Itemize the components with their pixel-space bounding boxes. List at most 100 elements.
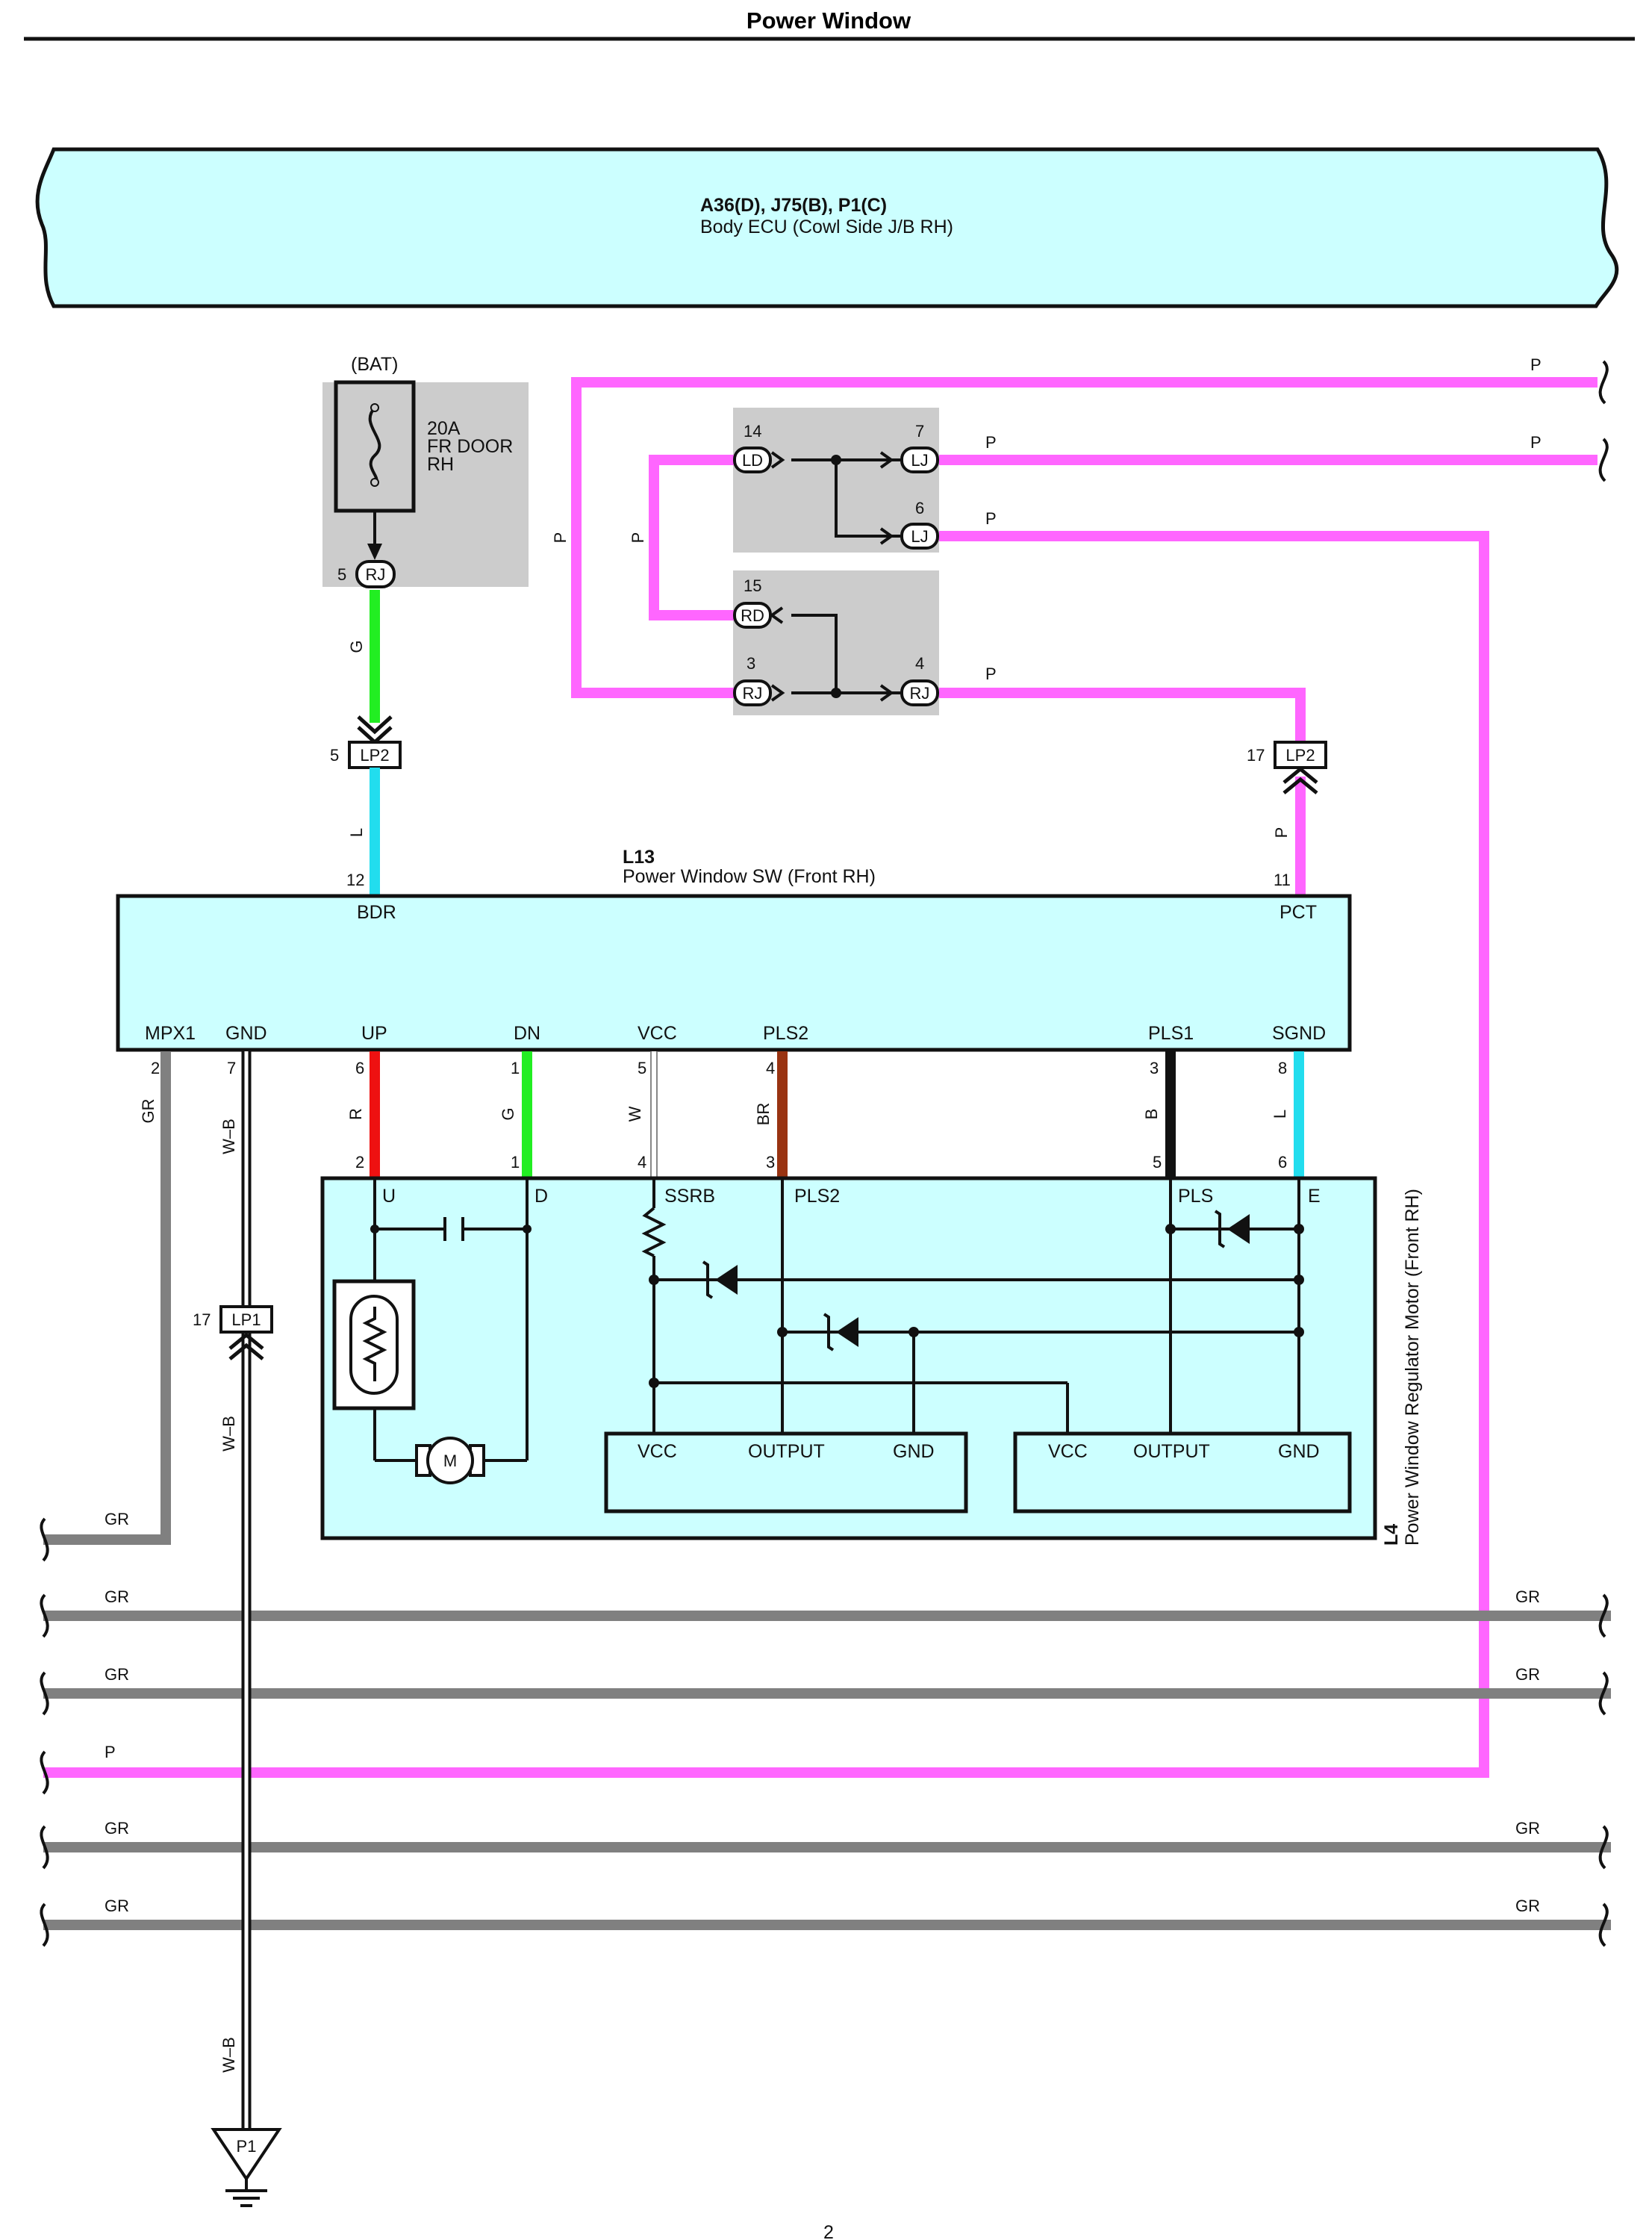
svg-text:7: 7	[915, 422, 924, 441]
wire-gr-mpx1	[43, 1051, 171, 1545]
svg-text:2: 2	[355, 1153, 364, 1172]
svg-text:PLS: PLS	[1178, 1186, 1213, 1207]
svg-text:SGND: SGND	[1272, 1023, 1326, 1044]
motor-name: Power Window Regulator Motor (Front RH)	[1402, 1189, 1423, 1546]
svg-text:GR: GR	[105, 1665, 129, 1684]
zener-diode-icon	[702, 1260, 738, 1299]
svg-text:LP2: LP2	[1285, 746, 1315, 765]
svg-text:B: B	[1142, 1109, 1161, 1120]
svg-text:P: P	[105, 1743, 116, 1761]
svg-text:PLS2: PLS2	[763, 1023, 808, 1044]
svg-text:GR: GR	[105, 1587, 129, 1606]
svg-text:GND: GND	[893, 1441, 935, 1462]
svg-text:1: 1	[511, 1153, 520, 1172]
svg-text:RJ: RJ	[743, 684, 763, 703]
conn-rj4	[900, 679, 939, 706]
svg-text:RJ: RJ	[366, 565, 386, 584]
svg-text:GR: GR	[105, 1510, 129, 1528]
svg-text:P: P	[629, 532, 647, 544]
lp1-connector	[219, 1305, 273, 1334]
fuse-element-icon	[368, 406, 381, 484]
svg-text:17: 17	[193, 1310, 211, 1329]
svg-text:P: P	[551, 532, 570, 544]
svg-text:DN: DN	[514, 1023, 540, 1044]
page-number: 2	[823, 2222, 834, 2240]
zener-diode-icon	[1214, 1210, 1250, 1248]
svg-text:VCC: VCC	[638, 1023, 677, 1044]
break-marks	[40, 360, 1609, 1947]
svg-text:G: G	[499, 1107, 517, 1120]
svg-text:GR: GR	[105, 1819, 129, 1838]
fuse-source: (BAT)	[351, 354, 398, 375]
svg-text:W: W	[626, 1106, 644, 1121]
lp2-right-connector	[1274, 741, 1327, 769]
svg-text:LD: LD	[742, 451, 763, 470]
svg-text:P1: P1	[237, 2137, 257, 2156]
svg-text:W–B: W–B	[219, 1416, 238, 1452]
body-ecu-code: A36(D), J75(B), P1(C)	[700, 195, 887, 216]
svg-text:P: P	[985, 665, 997, 683]
svg-text:GND: GND	[225, 1023, 267, 1044]
fuse-name-2: RH	[427, 454, 454, 475]
svg-text:G: G	[347, 640, 366, 653]
svg-text:GR: GR	[1515, 1665, 1540, 1684]
svg-text:LJ: LJ	[911, 527, 928, 546]
svg-text:D: D	[534, 1186, 548, 1207]
hall-ic-1	[604, 1431, 968, 1513]
svg-text:LP1: LP1	[231, 1310, 261, 1329]
svg-text:GR: GR	[139, 1099, 158, 1124]
svg-text:3: 3	[766, 1153, 775, 1172]
svg-text:4: 4	[915, 654, 924, 673]
switch-name: Power Window SW (Front RH)	[623, 866, 876, 887]
svg-text:PLS1: PLS1	[1148, 1023, 1194, 1044]
wire-p-rj4	[939, 688, 1306, 754]
fuse-pin: 5	[337, 565, 346, 584]
svg-text:BDR: BDR	[357, 902, 396, 923]
svg-text:1: 1	[511, 1059, 520, 1077]
svg-text:GND: GND	[1278, 1441, 1320, 1462]
svg-text:11: 11	[1274, 871, 1291, 889]
zener-diode-icon	[823, 1313, 858, 1351]
power-window-switch-box	[116, 894, 1352, 1052]
svg-text:4: 4	[638, 1153, 646, 1172]
svg-text:4: 4	[766, 1059, 775, 1077]
svg-text:M: M	[443, 1452, 457, 1470]
svg-text:R: R	[346, 1108, 365, 1120]
svg-text:W–B: W–B	[219, 1119, 238, 1154]
svg-text:BR: BR	[754, 1103, 773, 1126]
svg-text:GR: GR	[1515, 1897, 1540, 1915]
svg-text:P: P	[985, 433, 997, 452]
svg-text:12: 12	[346, 871, 364, 889]
svg-text:8: 8	[1278, 1059, 1287, 1077]
svg-text:UP: UP	[361, 1023, 387, 1044]
svg-text:LP2: LP2	[360, 746, 389, 765]
svg-text:P: P	[1530, 433, 1542, 452]
svg-text:VCC: VCC	[638, 1441, 677, 1462]
conn-ld14	[733, 447, 772, 473]
fuse-rating: 20A	[427, 418, 461, 439]
svg-text:6: 6	[915, 499, 924, 517]
switch-code: L13	[623, 847, 655, 868]
lp1-chevron-icon	[228, 1332, 264, 1360]
fuse-box	[322, 382, 529, 587]
svg-text:6: 6	[355, 1059, 364, 1077]
wire-p-top-loop	[571, 377, 1598, 698]
svg-text:5: 5	[638, 1059, 646, 1077]
svg-text:GR: GR	[1515, 1819, 1540, 1838]
svg-text:W–B: W–B	[219, 2037, 238, 2073]
motor-code: L4	[1381, 1524, 1402, 1546]
svg-text:LJ: LJ	[911, 451, 928, 470]
svg-text:P: P	[1530, 355, 1542, 374]
svg-text:U: U	[382, 1186, 396, 1207]
svg-text:MPX1: MPX1	[145, 1023, 196, 1044]
fuse-terminal-rj	[355, 560, 396, 588]
svg-text:VCC: VCC	[1048, 1441, 1088, 1462]
svg-text:L: L	[347, 828, 366, 837]
wire-p-inner-loop	[649, 455, 752, 620]
svg-text:OUTPUT: OUTPUT	[1133, 1441, 1210, 1462]
hall-ic-2	[1013, 1431, 1352, 1513]
lp2-right-chevron-icon	[1282, 766, 1318, 794]
svg-text:PCT: PCT	[1279, 902, 1317, 923]
svg-text:P: P	[1272, 827, 1291, 839]
